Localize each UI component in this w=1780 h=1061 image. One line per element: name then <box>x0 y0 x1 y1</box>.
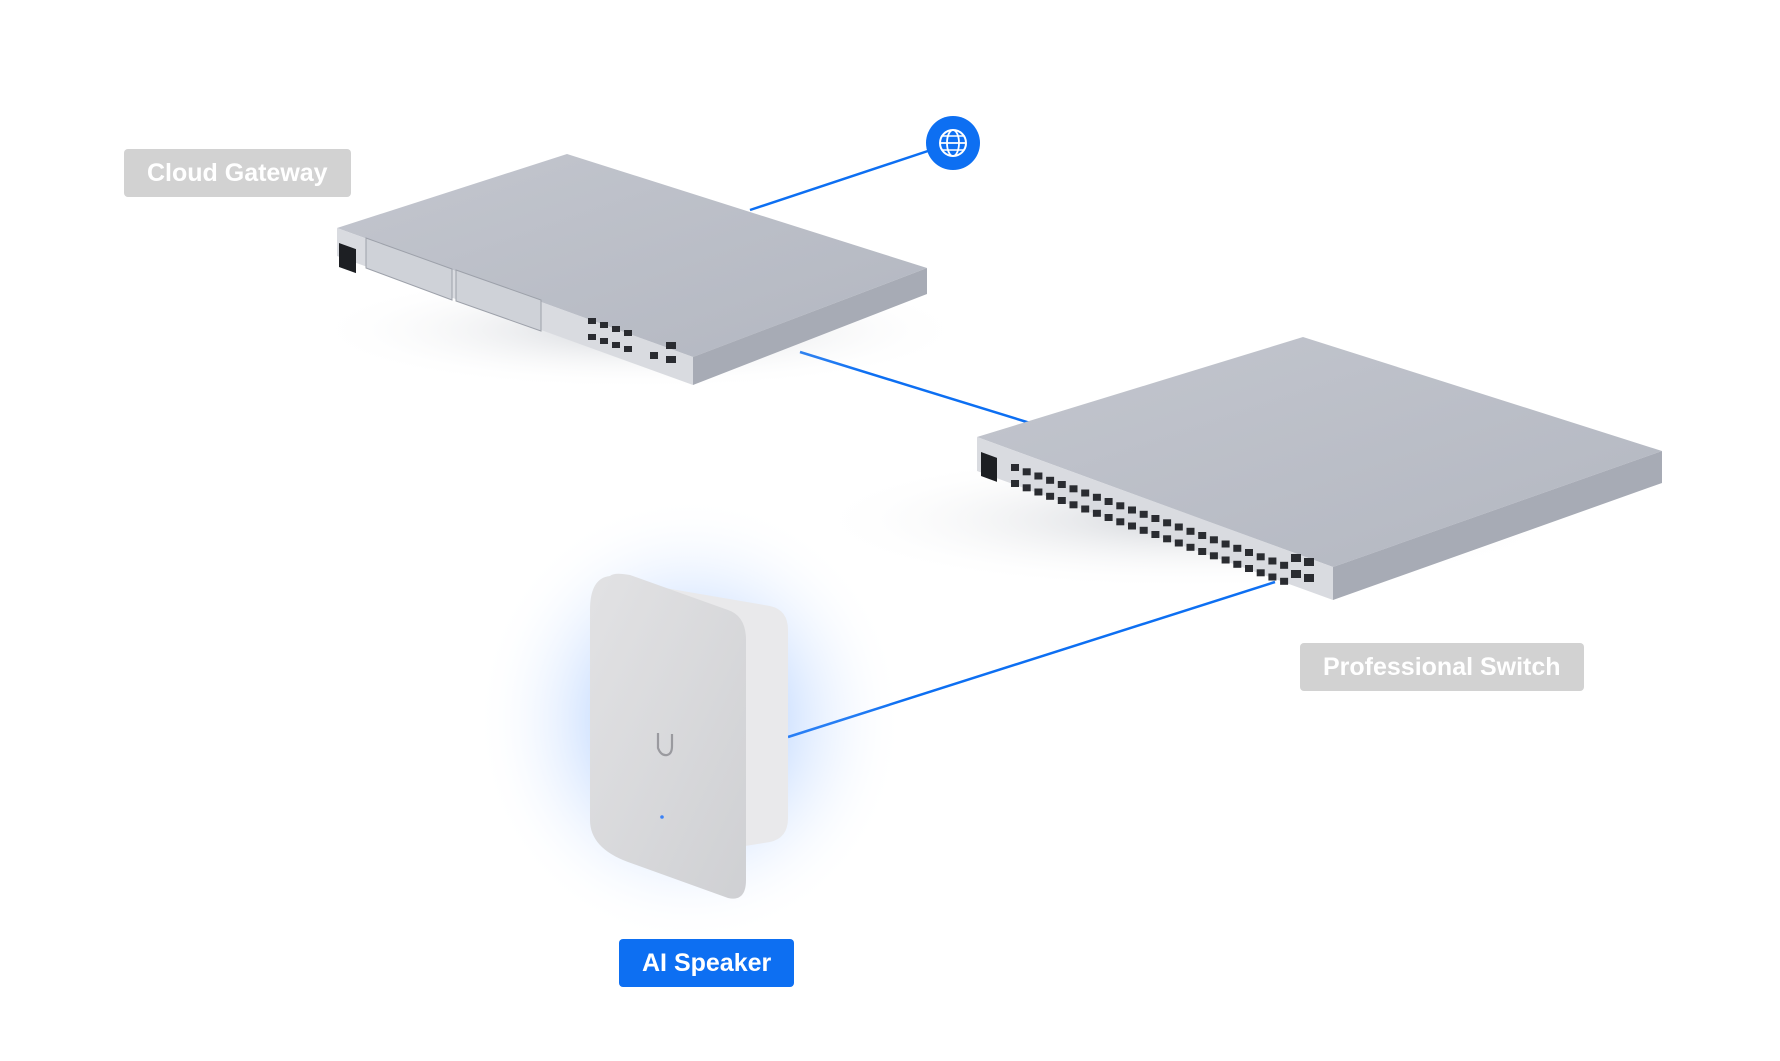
switch-port <box>1186 527 1195 535</box>
professional-switch-label: Professional Switch <box>1300 643 1584 691</box>
link-internet-gateway <box>749 141 953 212</box>
switch-port <box>1092 509 1101 517</box>
switch-port <box>1198 532 1207 539</box>
switch-port <box>1209 552 1218 560</box>
switch-port <box>1069 485 1078 493</box>
switch-port <box>1280 561 1289 569</box>
switch-port <box>1245 549 1253 556</box>
switch-port <box>1128 522 1136 530</box>
switch-port <box>1128 506 1136 514</box>
switch-port <box>1221 540 1230 548</box>
switch-port <box>1209 536 1218 544</box>
switch-port <box>1022 468 1031 476</box>
switch-port <box>1151 515 1160 522</box>
switch-port <box>1034 472 1043 480</box>
switch-port <box>1163 519 1172 527</box>
switch-port <box>1280 577 1289 585</box>
ai-speaker-device[interactable] <box>475 495 905 945</box>
switch-port <box>1046 476 1055 484</box>
switch-port <box>1174 523 1183 531</box>
switch-port <box>1011 480 1019 487</box>
switch-port <box>1022 484 1031 492</box>
switch-port <box>1034 488 1043 496</box>
switch-port <box>1198 548 1207 555</box>
switch-port <box>1116 518 1125 526</box>
professional-switch-device[interactable] <box>810 337 1662 600</box>
switch-port <box>1233 560 1242 568</box>
switch-port <box>1268 557 1277 565</box>
switch-port <box>1057 497 1066 504</box>
globe-icon[interactable] <box>926 116 980 170</box>
switch-port <box>1233 544 1242 552</box>
switch-port <box>1081 505 1090 513</box>
switch-port <box>1139 510 1148 518</box>
cloud-gateway-device[interactable] <box>310 154 970 390</box>
switch-port <box>1151 531 1160 538</box>
cloud-gateway-label: Cloud Gateway <box>124 149 351 197</box>
switch-port <box>1069 501 1078 509</box>
switch-port <box>1011 464 1019 471</box>
ai-speaker-label[interactable]: AI Speaker <box>619 939 795 987</box>
switch-port <box>1081 489 1090 497</box>
switch-port <box>1046 492 1055 500</box>
switch-port <box>1139 526 1148 534</box>
switch-port <box>1116 502 1125 510</box>
switch-port <box>1174 539 1183 547</box>
switch-port <box>1104 498 1113 505</box>
switch-port <box>1057 481 1066 488</box>
switch-port <box>1104 514 1113 521</box>
switch-port <box>1092 493 1101 501</box>
switch-port <box>1256 569 1265 577</box>
switch-port <box>1186 543 1195 551</box>
switch-port <box>1163 535 1172 543</box>
switch-port <box>1245 565 1253 572</box>
switch-port <box>1268 573 1277 581</box>
switch-port <box>1256 553 1265 561</box>
switch-port <box>1221 556 1230 564</box>
